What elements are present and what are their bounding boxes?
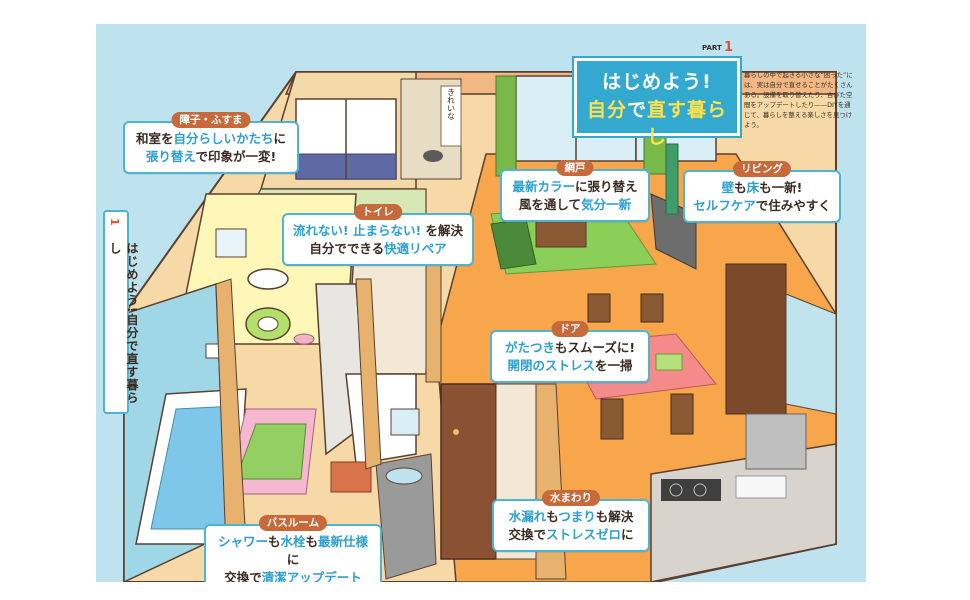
text: 水漏れ <box>508 509 547 524</box>
text: つまり <box>558 509 596 524</box>
text: 流れない! 止まらない! <box>292 223 422 238</box>
title-line-2: 自分で直す暮らし <box>577 95 737 149</box>
text: 交換で <box>224 570 262 582</box>
callout-door: ドア がたつきもスムーズに! 開閉のストレスを一掃 <box>490 321 650 383</box>
text: 最新仕様 <box>318 534 369 549</box>
text: 自分らしいかたち <box>173 131 274 146</box>
text: 風を通して <box>518 197 582 212</box>
title-banner: はじめよう! 自分で直す暮らし <box>574 58 740 148</box>
illustration-page: きれいな はじめよう! <box>96 24 866 582</box>
side-chapter-number: 1 <box>108 218 121 226</box>
text: も <box>546 509 559 524</box>
text: 気分一新 <box>581 197 632 212</box>
text: に <box>286 552 300 567</box>
text: セルフケア <box>693 198 756 213</box>
text: 最新カラー <box>512 179 575 194</box>
side-chapter-tab: 1 はじめよう!自分で直す暮らし <box>103 210 139 414</box>
text: 水栓 <box>280 534 306 549</box>
text: も <box>734 180 747 195</box>
text: 床 <box>746 180 760 195</box>
scroll-text: きれいな <box>447 88 456 120</box>
callout-toilet-tag: トイレ <box>354 204 402 220</box>
text: も解決 <box>595 509 634 524</box>
text: に張り替え <box>575 179 638 194</box>
callout-screen: 網戸 最新カラーに張り替え 風を通して気分一新 <box>500 160 650 222</box>
text: 清潔アップデート <box>261 570 362 582</box>
text: に <box>273 131 287 146</box>
title-line-2-highlight-1: 自分 <box>586 99 627 121</box>
callout-shoji: 障子・ふすま 和室を自分らしいかたちに 張り替えで印象が一変! <box>123 112 299 174</box>
text: 自分でできる <box>309 241 385 256</box>
text: シャワー <box>217 534 268 549</box>
text: も一新! <box>759 180 803 195</box>
part-number: 1 <box>724 40 734 55</box>
callout-screen-tag: 網戸 <box>556 160 594 176</box>
title-line-1: はじめよう! <box>602 71 712 93</box>
callout-door-tag: ドア <box>551 321 589 337</box>
text: 交換で <box>508 527 546 542</box>
title-line-2-highlight-2: 直す暮らし <box>646 99 728 148</box>
text: で印象が一変! <box>195 149 277 164</box>
side-chapter-title: はじめよう!自分で直す暮らし <box>108 242 139 405</box>
text: 壁 <box>721 180 735 195</box>
intro-text: 暮らしの中で起きる小さな“困った”には、実は自分で直せることがたくさんある。設備… <box>744 71 853 129</box>
text: 開閉のストレス <box>507 358 595 373</box>
text: で住みやすく <box>755 198 831 213</box>
text: を解決 <box>425 223 464 238</box>
callout-toilet: トイレ 流れない! 止まらない! を解決 自分でできる快適リペア <box>282 204 474 266</box>
text: も <box>305 534 319 549</box>
part-label: PART <box>702 44 722 52</box>
text: 張り替え <box>145 149 196 164</box>
callout-shoji-tag: 障子・ふすま <box>171 112 251 128</box>
text: も <box>267 534 281 549</box>
callout-water-tag: 水まわり <box>542 490 600 506</box>
title-line-2-plain: で <box>626 99 647 121</box>
text: を一掃 <box>595 358 633 373</box>
callout-bathroom: バスルーム シャワーも水栓も最新仕様に 交換で清潔アップデート <box>204 515 382 582</box>
callout-bathroom-tag: バスルーム <box>258 515 328 531</box>
text: に <box>621 527 634 542</box>
callout-living: リビング 壁も床も一新! セルフケアで住みやすく <box>683 161 841 223</box>
text: 和室を <box>135 131 174 146</box>
text: がたつき <box>504 340 555 355</box>
text: ストレスゼロ <box>545 527 621 542</box>
text: もスムーズに! <box>554 340 636 355</box>
callout-living-tag: リビング <box>733 161 791 177</box>
text: 快適リペア <box>384 241 447 256</box>
callout-water: 水まわり 水漏れもつまりも解決 交換でストレスゼロに <box>492 490 650 552</box>
